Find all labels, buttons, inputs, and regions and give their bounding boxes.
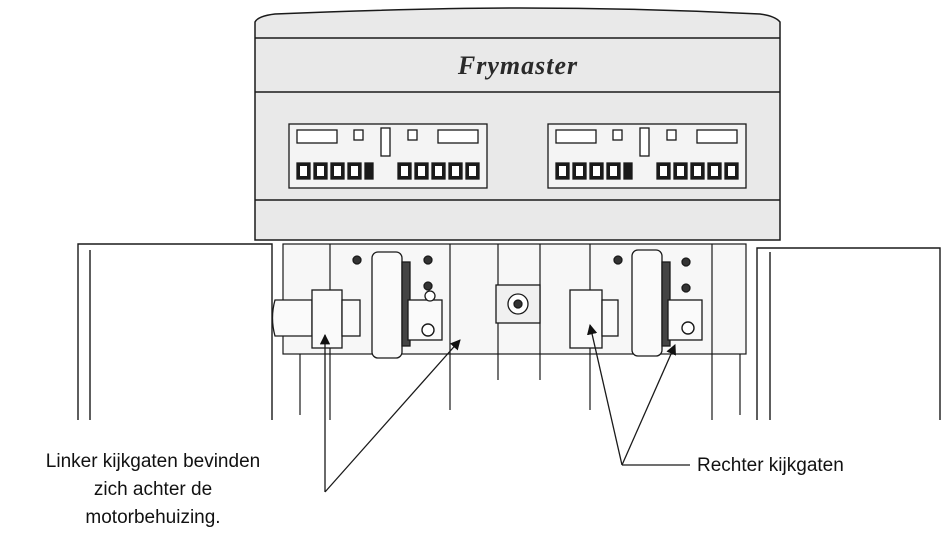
right-viewing-hole bbox=[681, 321, 695, 335]
brand-logo: Frymaster bbox=[457, 51, 578, 80]
cabinet-right bbox=[756, 247, 941, 420]
left-label-line-3: motorbehuizing. bbox=[85, 507, 221, 528]
cabinet-left bbox=[77, 243, 273, 420]
left-callout-leaders bbox=[319, 333, 461, 493]
left-control-panel bbox=[288, 123, 488, 189]
left-viewing-holes-label: Linker kijkgaten bevinden zich achter de… bbox=[8, 448, 298, 532]
right-viewing-holes-label: Rechter kijkgaten bbox=[697, 455, 844, 476]
right-callout-leaders bbox=[587, 323, 690, 466]
filter-fitting bbox=[495, 284, 541, 324]
left-label-line-1: Linker kijkgaten bevinden bbox=[45, 451, 261, 472]
left-label-line-2: zich achter de bbox=[93, 479, 213, 500]
right-control-panel bbox=[547, 123, 747, 189]
right-pump-motor bbox=[569, 249, 703, 357]
left-viewing-hole bbox=[421, 323, 435, 337]
